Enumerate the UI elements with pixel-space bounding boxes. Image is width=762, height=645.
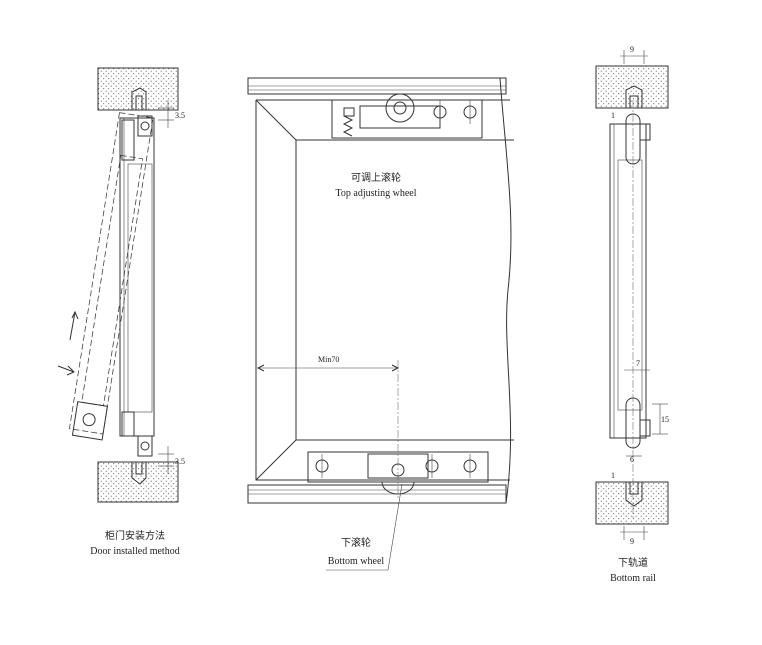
- bottom-wheel-en-label: Bottom wheel: [328, 556, 385, 567]
- door-frame-section: [609, 123, 647, 439]
- dim-gap-top: 3.5: [175, 111, 185, 120]
- dim-offset-bottom: 1: [611, 471, 615, 480]
- door-tilted-dashed: [68, 112, 154, 441]
- bottom-wheel-cn-label: 下滚轮: [341, 536, 371, 549]
- min70-label: Min70: [318, 355, 339, 364]
- top-wheel-cn-label: 可调上滚轮: [351, 171, 401, 184]
- insert-arrow-right: [57, 365, 75, 376]
- dim-gap-bottom: 3.5: [175, 457, 185, 466]
- top-adjusting-wheel-assembly: [331, 93, 483, 139]
- door-outer-frame: [255, 99, 510, 481]
- dim-profile-depth: 7: [636, 359, 640, 368]
- break-line: [499, 77, 512, 504]
- insert-arrow-up: [69, 310, 79, 341]
- floor-block-right: [595, 481, 669, 525]
- door-installed-cn-label: 柜门安装方法: [105, 529, 165, 542]
- dim-offset-top: 1: [611, 111, 615, 120]
- dim-wheel-height: 15: [661, 415, 669, 424]
- dim-rail-width-top: 9: [630, 45, 634, 54]
- door-installed-en-label: Door installed method: [90, 546, 179, 557]
- bottom-rail-section-view: 9 1 7 15 6 1 9 下轨道 Bottom rail: [595, 45, 669, 584]
- door-inner-panel: [295, 139, 514, 441]
- door-installed-method-view: 3.5 3.5 柜门安装方法 Door installed method: [57, 67, 185, 557]
- bottom-rail-en-label: Bottom rail: [610, 573, 656, 584]
- front-elevation-view: Min70 可调上滚轮 Top adjusting wheel 下滚轮 Bott…: [247, 77, 514, 571]
- dim-rail-width-bottom: 9: [630, 537, 634, 546]
- dim-wheel-width: 6: [630, 455, 634, 464]
- door-frame-upright: [119, 117, 155, 437]
- top-wheel-en-label: Top adjusting wheel: [336, 188, 417, 199]
- bottom-rail-cn-label: 下轨道: [618, 556, 648, 569]
